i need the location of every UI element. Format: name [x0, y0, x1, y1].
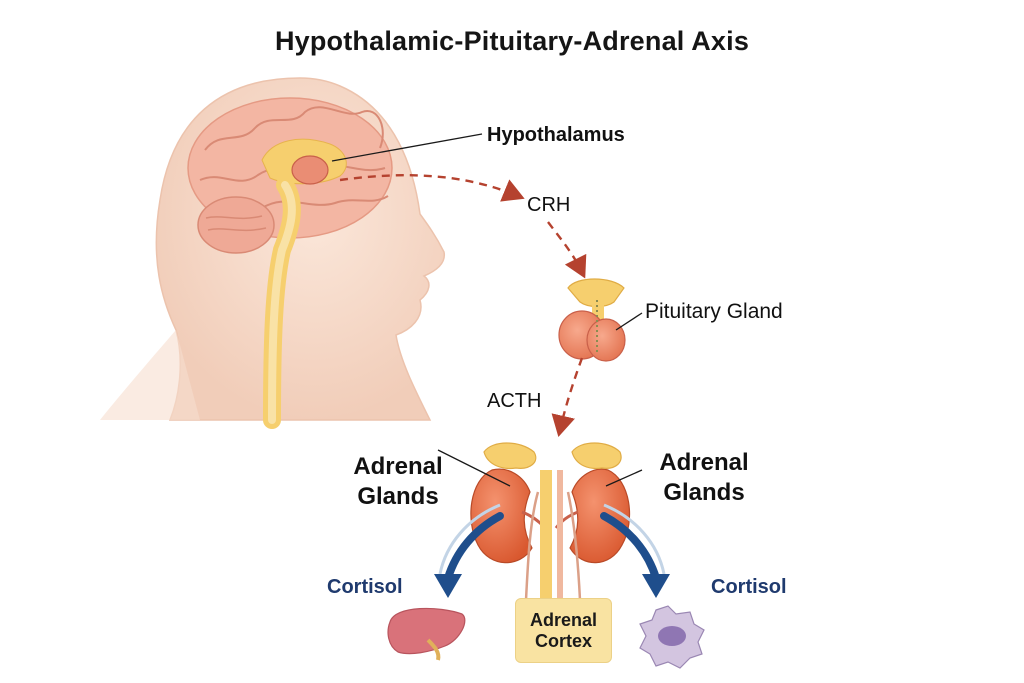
pituitary-gland	[558, 278, 626, 362]
label-adrenal-glands-left: Adrenal Glands	[334, 452, 462, 512]
cortisol-arrow-right	[600, 503, 670, 598]
cortisol-arrow-left	[434, 503, 504, 598]
label-pituitary-gland: Pituitary Gland	[645, 300, 783, 323]
crh-arrow-2	[547, 221, 587, 279]
adrenal-cortex-box: Adrenal Cortex	[515, 598, 612, 663]
label-acth: ACTH	[487, 390, 542, 412]
diagram-title: Hypothalamic-Pituitary-Adrenal Axis	[274, 26, 750, 56]
liver	[387, 607, 466, 661]
adrenal-left-leader-line	[437, 449, 511, 487]
label-cortisol-left: Cortisol	[327, 576, 403, 598]
label-hypothalamus: Hypothalamus	[487, 124, 625, 146]
label-adrenal-left-line2: Glands	[357, 483, 439, 510]
crh-arrow-1	[339, 174, 525, 202]
label-cortex-line2: Cortex	[534, 630, 592, 651]
central-vessels	[524, 470, 582, 601]
label-cortex-line1: Adrenal	[529, 609, 598, 630]
hypothalamus-leader-line	[331, 133, 483, 162]
label-adrenal-left-line1: Adrenal	[353, 453, 443, 480]
left-kidney	[470, 442, 547, 564]
acth-arrow	[551, 357, 584, 438]
label-adrenal-right-line2: Glands	[663, 479, 745, 506]
spinal-cord	[263, 176, 301, 429]
label-adrenal-right-line1: Adrenal	[659, 449, 749, 476]
pituitary-leader-line	[615, 312, 643, 331]
label-crh: CRH	[527, 194, 571, 216]
adrenal-right-leader-line	[605, 469, 643, 487]
target-cell	[639, 605, 705, 669]
right-kidney	[554, 442, 631, 564]
hypothalamus-region	[261, 138, 347, 185]
label-adrenal-glands-right: Adrenal Glands	[640, 448, 768, 508]
label-cortisol-right: Cortisol	[711, 576, 787, 598]
